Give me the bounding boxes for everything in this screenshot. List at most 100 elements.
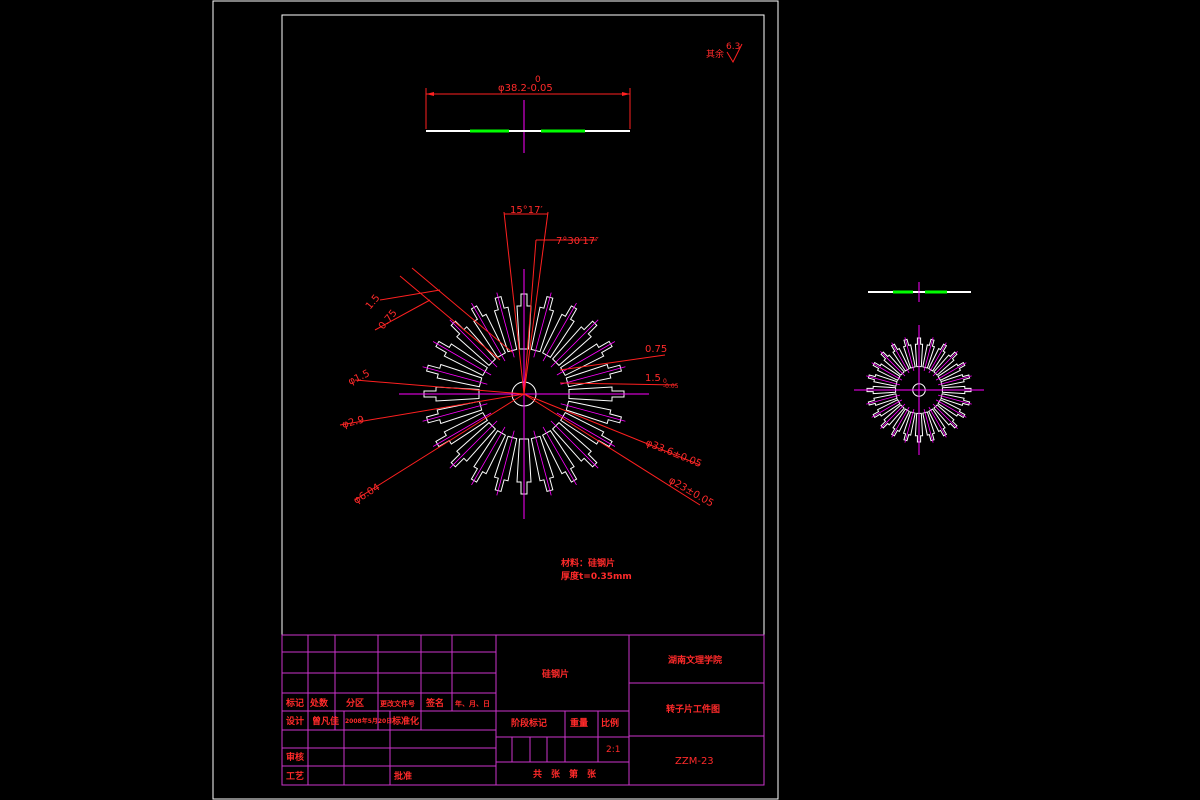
rotor-slot — [922, 338, 936, 369]
side-view — [868, 282, 971, 302]
drawing-title: 转子片工件图 — [666, 703, 720, 715]
rotor-slot — [867, 393, 898, 407]
note-thickness: 厚度t=0.35mm — [561, 570, 632, 582]
rotor-slot — [568, 386, 625, 402]
dim-phi-2-9: φ2.9 — [341, 414, 366, 430]
rotor-slot — [914, 412, 924, 443]
slot-centerline — [928, 342, 947, 374]
slot-centerline — [432, 412, 492, 447]
rotor-slot — [450, 421, 497, 468]
slot-centerline — [891, 406, 910, 438]
slot-centerline — [866, 375, 901, 386]
scale-value: 2:1 — [606, 745, 620, 755]
slot-centerline — [871, 362, 903, 381]
rotor-slot — [880, 351, 905, 376]
sheet-label: 共 张 第 张 — [533, 768, 597, 780]
slot-centerline — [533, 430, 552, 496]
title-block-text: 硅钢片 湖南文理学院 转子片工件图 ZZM-23 比例 2:1 重量 阶段标记 … — [285, 654, 722, 782]
rotor-slot — [551, 320, 598, 367]
rotor-main-view — [399, 269, 649, 519]
slot-centerline — [871, 399, 903, 418]
slot-centerline — [449, 420, 498, 469]
approve-label: 批准 — [394, 770, 412, 782]
slot-centerline — [550, 420, 599, 469]
slot-centerline — [932, 403, 958, 429]
rotor-slot — [551, 421, 598, 468]
rotor-slot — [425, 363, 483, 388]
designer-name: 曾凡佳 — [312, 715, 339, 727]
rotor-slot — [941, 385, 972, 395]
dim-0-75-right: 0.75 — [645, 344, 667, 355]
slot-centerline — [891, 342, 910, 374]
slot-centerline — [932, 351, 958, 377]
rotor-slot — [902, 338, 916, 369]
rotor-slot — [933, 404, 958, 429]
review-label: 审核 — [286, 751, 304, 763]
slot-centerline — [542, 426, 577, 486]
rotor-slot — [560, 411, 613, 448]
rotor-slot — [880, 404, 905, 429]
company-name: 湖南文理学院 — [668, 654, 722, 666]
rotor-slot — [928, 343, 948, 372]
scale-label: 比例 — [601, 717, 619, 729]
slot-centerline — [923, 408, 934, 443]
roughness-label: 其余 — [706, 48, 724, 60]
slot-centerline — [533, 292, 552, 358]
rotor-slot — [937, 361, 966, 381]
rotor-slot — [872, 361, 901, 381]
weight-label: 重量 — [570, 717, 588, 729]
slot-centerline — [904, 337, 915, 372]
slot-centerline — [422, 366, 488, 385]
slot-centerline — [935, 399, 967, 418]
dim-angle-7-30: 7°30′17″ — [556, 236, 599, 247]
rotor-slot — [516, 293, 532, 350]
rotor-small-view — [854, 325, 984, 455]
slot-centerline — [422, 403, 488, 422]
slot-centerline — [449, 319, 498, 368]
rotor-slot — [928, 408, 948, 437]
rotor-slot — [866, 385, 897, 395]
slot-centerline — [937, 394, 972, 405]
dim-phi-1-5: φ1.5 — [347, 368, 372, 387]
slot-centerline — [904, 408, 915, 443]
rotor-slot — [940, 393, 971, 407]
dim-outer-diameter: φ38.2-0.05 — [498, 83, 553, 94]
rotor-slot — [530, 435, 555, 493]
roughness-symbol: 其余 6.3 — [706, 42, 743, 64]
rotor-slot — [872, 399, 901, 419]
dim-1-5-right: 1.5 — [645, 373, 661, 384]
slot-centerline — [560, 366, 626, 385]
dim-phi-6-04: φ6.04 — [352, 482, 382, 507]
header-date: 年、月、日 — [455, 699, 490, 708]
rotor-slot — [890, 343, 910, 372]
design-label: 设计 — [286, 715, 304, 727]
dim-phi-23: φ23±0.05 — [667, 475, 716, 510]
note-material: 材料：硅钢片 — [560, 557, 615, 569]
rotor-slot — [435, 340, 488, 377]
slot-centerline — [496, 430, 515, 496]
slot-centerline — [471, 426, 506, 486]
svg-text:-0.05: -0.05 — [663, 383, 679, 390]
slot-centerline — [866, 394, 901, 405]
header-zone: 分区 — [346, 697, 364, 709]
stage-label: 阶段标记 — [511, 717, 547, 729]
header-marks: 标记 — [285, 697, 304, 709]
drawing-number: ZZM-23 — [675, 756, 714, 767]
outer-frame — [212, 0, 779, 800]
dim-phi-33-6: φ33.6±0.05 — [644, 438, 703, 470]
rotor-slot — [902, 411, 916, 442]
dim-top-tolerance: 0 — [535, 75, 541, 85]
rotor-slot — [560, 340, 613, 377]
rotor-slot — [493, 435, 518, 493]
dim-angle-15: 15°17′ — [510, 205, 543, 216]
design-date: 2008年5月20日 — [345, 717, 392, 725]
slot-centerline — [923, 337, 934, 372]
slot-centerline — [928, 406, 947, 438]
slot-centerline — [880, 351, 906, 377]
section-view: 0 φ38.2-0.05 — [425, 75, 631, 153]
dimension-texts: 15°17′ 7°30′17″ 1.5 0.75 0.75 1.5 0 -0.0… — [341, 205, 715, 510]
rotor-slot — [922, 411, 936, 442]
slot-centerline — [432, 341, 492, 376]
dim-1-5-right-tol: 0 — [663, 378, 667, 385]
